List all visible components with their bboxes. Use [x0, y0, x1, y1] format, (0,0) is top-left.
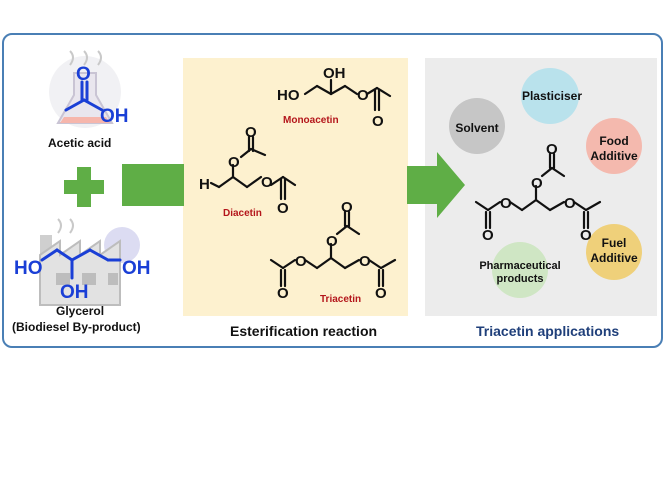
food-additive-label: Food Additive	[590, 134, 638, 163]
svg-text:O: O	[375, 285, 387, 302]
svg-text:H: H	[199, 176, 210, 193]
diacetin-label: Diacetin	[223, 208, 262, 219]
acetic-acid-structure: O OH	[64, 64, 129, 127]
solvent-label: Solvent	[455, 121, 499, 135]
solvent-bubble	[449, 98, 505, 154]
svg-text:O: O	[295, 253, 307, 270]
svg-text:O: O	[531, 175, 543, 192]
svg-text:O: O	[372, 113, 384, 130]
diacetin-structure: H O O O O	[199, 124, 297, 217]
svg-text:O: O	[482, 227, 494, 244]
arrow-right-icon	[122, 164, 184, 206]
esterification-caption: Esterification reaction	[230, 323, 378, 339]
applications-caption: Triacetin applications	[476, 323, 620, 339]
food-additive-bubble	[586, 118, 642, 174]
svg-text:OH: OH	[323, 65, 346, 82]
glycerol-sublabel: (Biodiesel By-product)	[12, 320, 141, 334]
svg-text:O: O	[341, 199, 353, 216]
plus-icon	[64, 167, 104, 207]
svg-text:O: O	[564, 195, 576, 212]
svg-text:O: O	[359, 253, 371, 270]
plasticiser-label: Plasticiser	[521, 89, 583, 103]
svg-text:O: O	[500, 195, 512, 212]
glycerol-label: Glycerol	[56, 304, 105, 318]
svg-text:O: O	[357, 87, 369, 104]
glycerol-oh-bottom: OH	[60, 282, 89, 303]
monoacetin-structure: HO OH O O	[277, 65, 392, 130]
acetic-acid-label: Acetic acid	[48, 136, 112, 150]
plasticiser-bubble	[521, 68, 579, 124]
arrow-right-icon	[407, 152, 465, 218]
pharmaceutical-bubble	[492, 242, 548, 298]
carbonyl-o-atom: O	[76, 64, 91, 85]
svg-text:O: O	[326, 233, 338, 250]
svg-text:O: O	[245, 124, 257, 141]
triacetin-structure-applications: O O O O O O	[474, 141, 602, 244]
glycerol-ho-left: HO	[14, 258, 43, 279]
glycerol-structure: HO OH OH	[14, 248, 151, 303]
svg-text:O: O	[261, 174, 273, 191]
svg-text:O: O	[546, 141, 558, 158]
svg-text:O: O	[228, 154, 240, 171]
svg-text:HO: HO	[277, 87, 300, 104]
fuel-additive-bubble	[586, 224, 642, 280]
triacetin-structure: O O O O O O	[269, 199, 397, 302]
triacetin-label: Triacetin	[320, 294, 362, 305]
fuel-additive-label: Fuel Additive	[590, 236, 638, 265]
pharmaceutical-label: Pharmaceutical products	[479, 260, 561, 285]
svg-text:O: O	[580, 227, 592, 244]
svg-text:O: O	[277, 285, 289, 302]
glycerol-oh-right: OH	[122, 258, 151, 279]
monoacetin-label: Monoacetin	[283, 115, 339, 126]
svg-text:O: O	[277, 200, 289, 217]
hydroxyl-group: OH	[100, 106, 129, 127]
